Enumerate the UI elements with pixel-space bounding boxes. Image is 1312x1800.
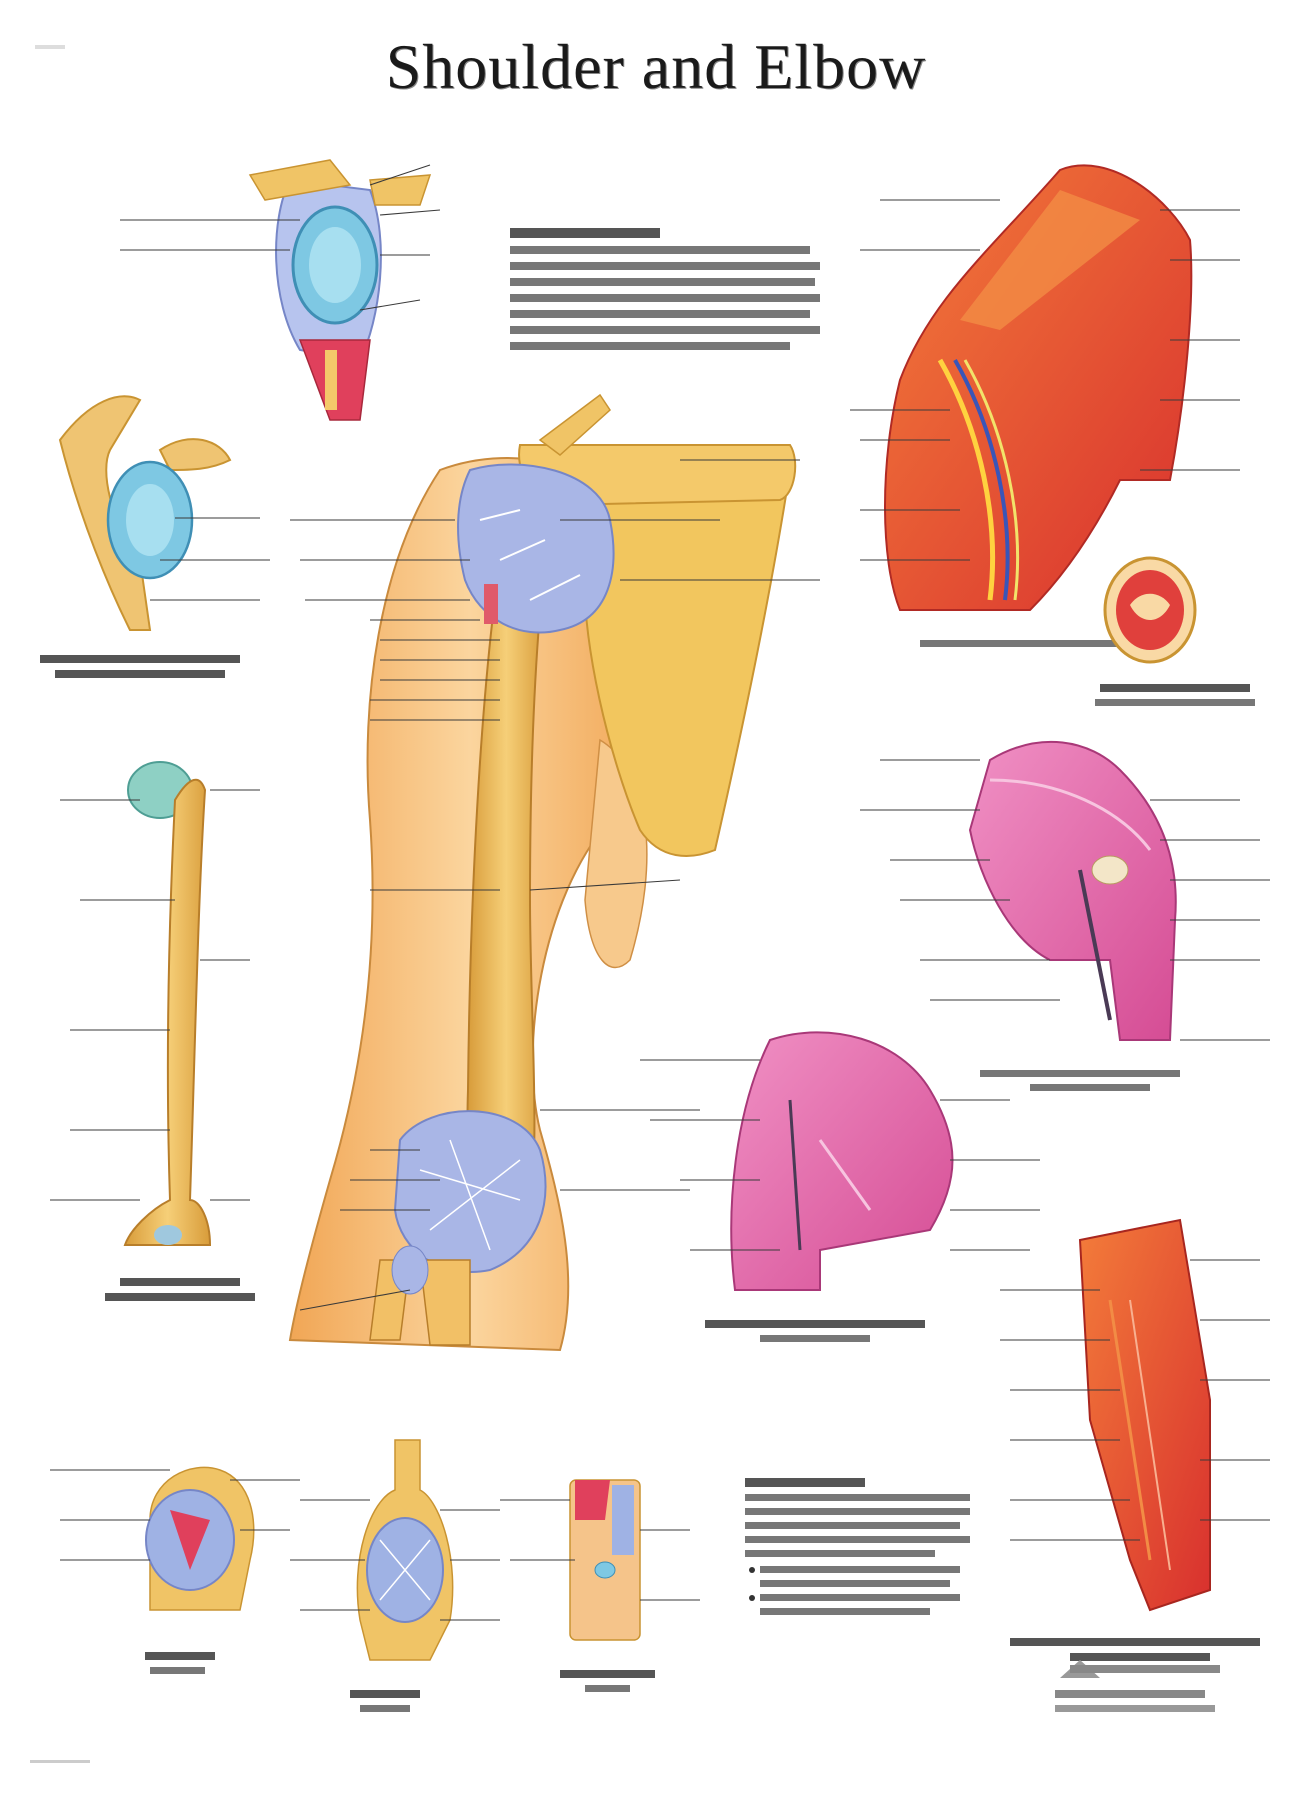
bursa-small-view <box>500 1479 700 1692</box>
scapula <box>583 468 792 857</box>
corner-mark <box>35 45 65 49</box>
publisher-logo <box>1055 1660 1220 1712</box>
main-arm-figure <box>288 393 820 1352</box>
main-arm-leader-lines <box>290 459 820 1311</box>
elbow-joint-small-view <box>290 1439 500 1712</box>
humerus-anterior-view <box>50 761 260 1301</box>
shoulder-capsule-ligament <box>457 463 615 634</box>
rotator-cuff-muscles-view <box>860 740 1270 1091</box>
elbow-muscles-view <box>640 1031 1040 1342</box>
bottom-text-block <box>745 1478 970 1615</box>
shoulder-joint-small-view <box>50 1466 300 1674</box>
description-text-block <box>510 228 820 350</box>
shoulder-muscles-anterior-view <box>850 164 1240 647</box>
poster-title: Shoulder and Elbow <box>385 31 927 102</box>
corner-mark-bottom <box>30 1760 90 1763</box>
arm-cross-section <box>1095 556 1255 706</box>
glenoid-lateral-view <box>120 159 441 421</box>
forearm-muscles-view <box>1000 1218 1270 1661</box>
scapula-lateral-view <box>40 395 270 678</box>
